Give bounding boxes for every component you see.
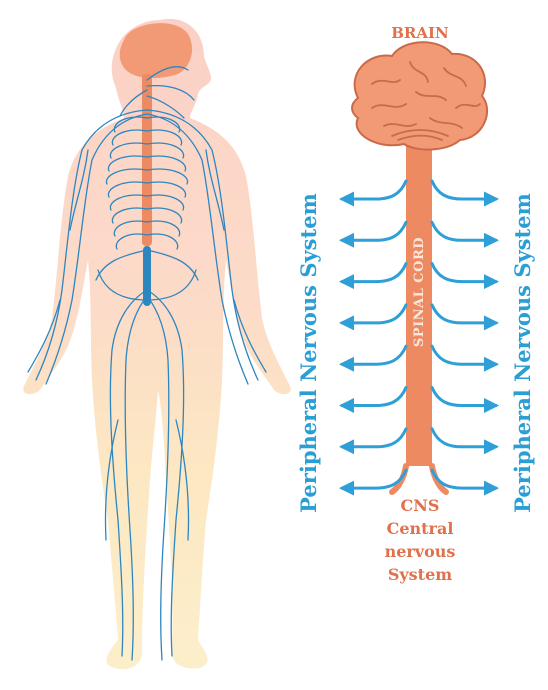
arrow-right bbox=[432, 181, 496, 199]
pns-label-left: Peripheral Nervous System bbox=[294, 188, 324, 518]
brain-label: BRAIN bbox=[370, 24, 470, 42]
arrow-right bbox=[432, 305, 496, 323]
arrow-right bbox=[432, 222, 496, 240]
arrow-right bbox=[432, 429, 496, 447]
cns-line-3: System bbox=[360, 563, 480, 586]
arrow-left bbox=[342, 388, 406, 406]
arrow-right bbox=[432, 264, 496, 282]
arrow-right bbox=[432, 346, 496, 364]
arrow-left bbox=[342, 181, 406, 199]
cns-label: CNS Central nervous System bbox=[360, 494, 480, 586]
arrow-left bbox=[342, 305, 406, 323]
brain-icon bbox=[352, 42, 487, 149]
arrow-left bbox=[342, 222, 406, 240]
arrow-left bbox=[342, 264, 406, 282]
cns-line-2: nervous bbox=[360, 540, 480, 563]
arrow-right bbox=[432, 388, 496, 406]
body-spinal-cord bbox=[142, 74, 152, 246]
spinal-cord-label: SPINAL CORD bbox=[411, 222, 429, 362]
pns-label-right: Peripheral Nervous System bbox=[508, 188, 538, 518]
human-body-illustration bbox=[23, 19, 290, 669]
arrow-left bbox=[342, 429, 406, 447]
cns-line-1: Central bbox=[360, 517, 480, 540]
cns-abbr: CNS bbox=[360, 494, 480, 517]
arrow-left bbox=[342, 346, 406, 364]
